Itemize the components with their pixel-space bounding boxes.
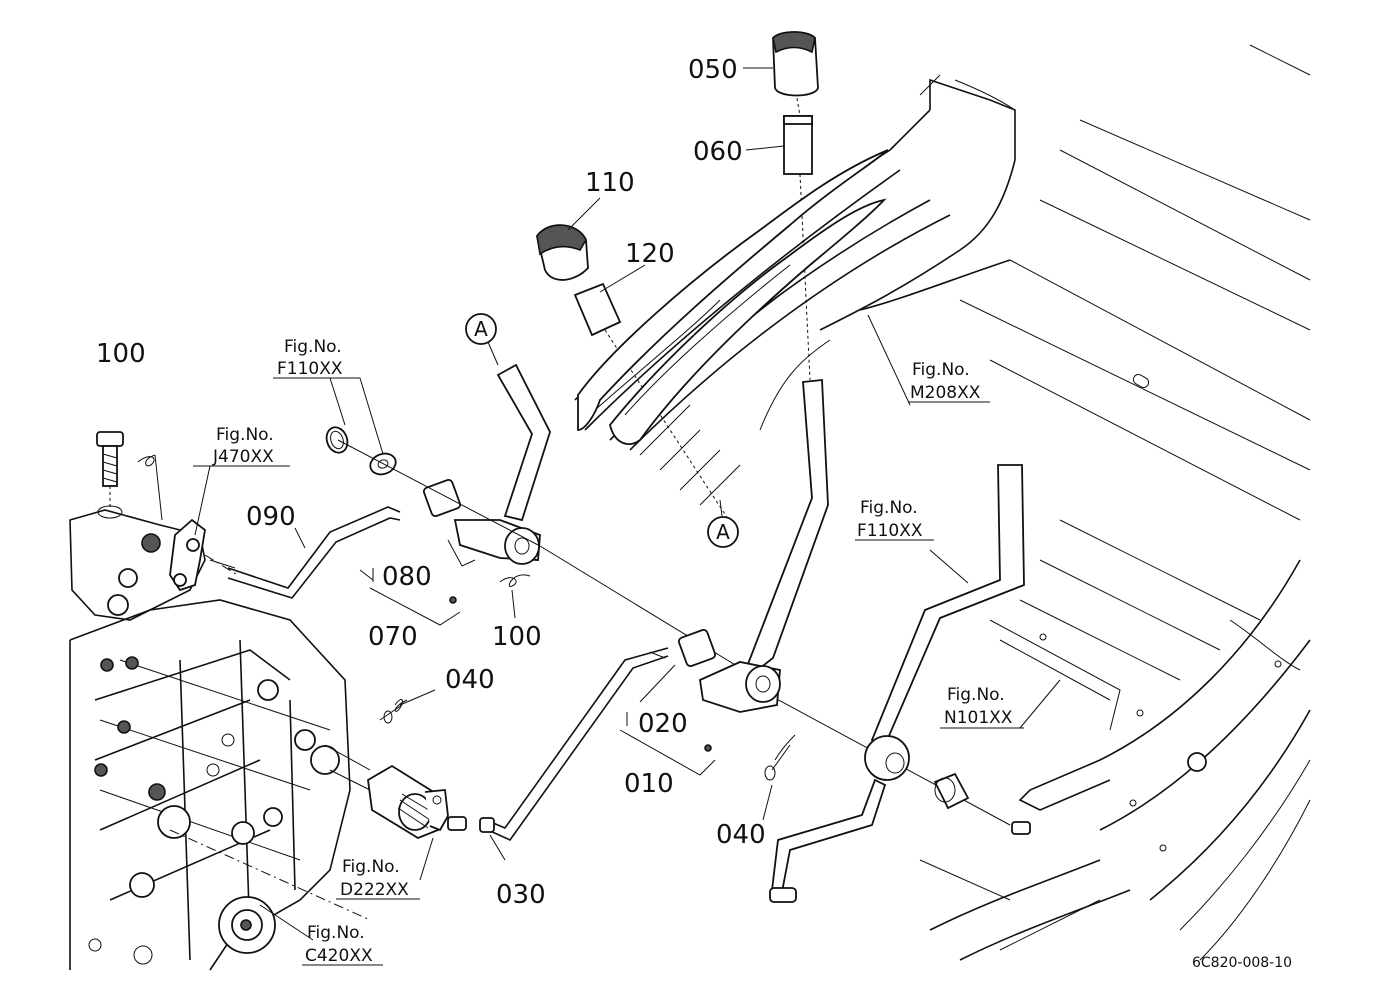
part-label-040-upper: 040: [445, 665, 495, 695]
fig-ref-m208-code: M208XX: [910, 383, 981, 403]
callout-a-upper-text: A: [474, 317, 488, 341]
part-label-060: 060: [693, 137, 743, 167]
part-label-050: 050: [688, 55, 738, 85]
part-label-100-mid: 100: [492, 622, 542, 652]
part-label-010: 010: [624, 769, 674, 799]
knob-110: [536, 224, 589, 281]
fig-ref-c420-caption: Fig.No.: [307, 923, 365, 943]
fig-ref-n101: Fig.No. N101XX: [940, 685, 1024, 729]
knob-050: [772, 31, 819, 97]
callout-a-lower: A: [707, 516, 739, 548]
leader-lines: [193, 67, 1061, 941]
shift-lever-upper: [423, 363, 551, 604]
rod-030: [479, 647, 669, 842]
callout-a-lower-text: A: [716, 520, 730, 544]
fig-ref-f110-right-code: F110XX: [857, 521, 923, 541]
part-label-030: 030: [496, 880, 546, 910]
fig-ref-j470: Fig.No. J470XX: [210, 425, 290, 467]
part-label-110: 110: [585, 168, 635, 198]
fig-ref-f110-right-caption: Fig.No.: [860, 498, 918, 518]
fig-ref-n101-code: N101XX: [944, 708, 1013, 728]
fig-ref-f110-left-code: F110XX: [277, 359, 343, 379]
fig-ref-f110-right: Fig.No. F110XX: [855, 498, 934, 541]
drawing-code: 6C820-008-10: [1192, 955, 1292, 971]
part-label-040-lower: 040: [716, 820, 766, 850]
valve-block: [96, 431, 236, 616]
fig-ref-c420-code: C420XX: [305, 946, 373, 966]
grip-060: [783, 97, 813, 381]
fig-ref-d222-caption: Fig.No.: [342, 857, 400, 877]
part-label-090: 090: [246, 502, 296, 532]
part-label-100-left: 100: [96, 339, 146, 369]
rod-090: [204, 506, 401, 599]
transmission-case: [69, 509, 371, 971]
fig-ref-f110-left: Fig.No. F110XX: [273, 337, 360, 379]
part-label-070: 070: [368, 622, 418, 652]
guide-plate: [577, 149, 889, 445]
fig-ref-f110-left-caption: Fig.No.: [284, 337, 342, 357]
fig-ref-d222: Fig.No. D222XX: [336, 857, 420, 900]
fig-ref-m208: Fig.No. M208XX: [908, 360, 990, 403]
lever-f110-right: [769, 464, 1031, 903]
callout-a-upper: A: [465, 313, 497, 345]
part-label-020: 020: [638, 709, 688, 739]
fender-body: [574, 44, 1311, 961]
fig-ref-m208-caption: Fig.No.: [912, 360, 970, 380]
fig-ref-d222-code: D222XX: [340, 880, 409, 900]
snap-ring-and-washer: [325, 426, 397, 476]
part-label-080: 080: [382, 562, 432, 592]
fig-ref-j470-caption: Fig.No.: [216, 425, 274, 445]
fig-ref-j470-code: J470XX: [212, 447, 274, 467]
fig-ref-n101-caption: Fig.No.: [947, 685, 1005, 705]
cylinder-d222: [329, 698, 467, 840]
fig-ref-c420: Fig.No. C420XX: [302, 923, 383, 966]
part-label-120: 120: [625, 239, 675, 269]
shift-lever-main: [649, 379, 829, 781]
